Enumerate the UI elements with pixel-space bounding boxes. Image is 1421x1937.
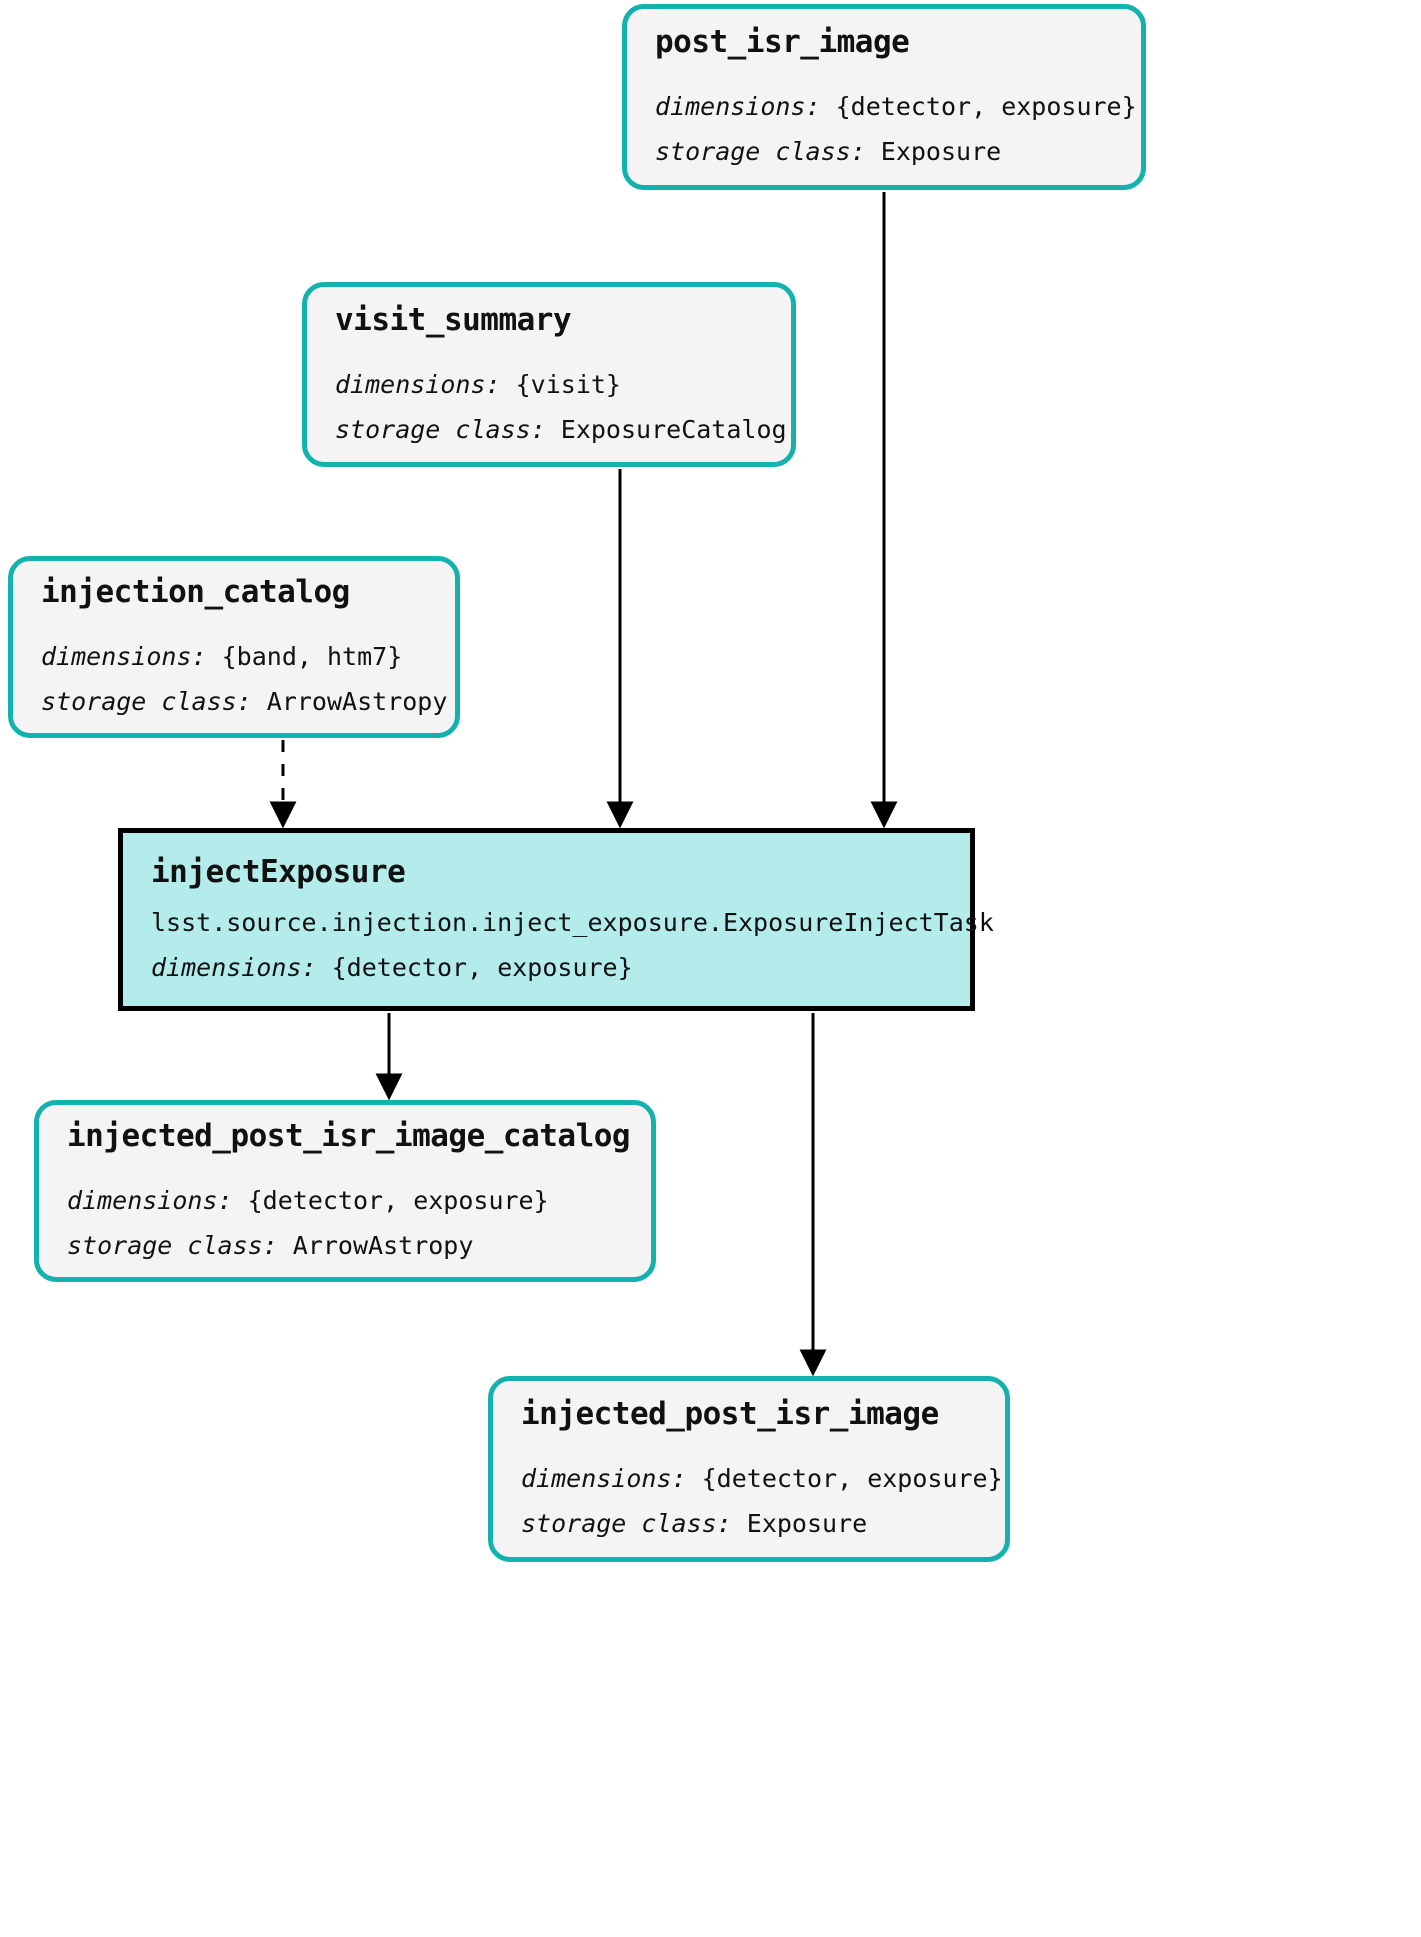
storage-class-value: Exposure bbox=[746, 1509, 868, 1539]
task-class-path: lsst.source.injection.inject_exposure.Ex… bbox=[151, 907, 994, 937]
dimensions-label: dimensions: bbox=[655, 92, 836, 122]
dataset-node-injected-post-isr-image[interactable]: injected_post_isr_image dimensions: {det… bbox=[488, 1376, 1010, 1562]
node-storage-class-row: storage class: ExposureCatalog bbox=[335, 414, 787, 445]
dimensions-label: dimensions: bbox=[67, 1186, 248, 1216]
node-storage-class-row: storage class: ArrowAstropy bbox=[67, 1230, 623, 1261]
dimensions-value: {detector, exposure} bbox=[247, 1186, 549, 1216]
storage-class-label: storage class: bbox=[521, 1509, 747, 1539]
storage-class-label: storage class: bbox=[67, 1231, 293, 1261]
node-dimensions-row: dimensions: {detector, exposure} bbox=[67, 1185, 623, 1216]
storage-class-label: storage class: bbox=[41, 687, 267, 717]
node-dimensions-row: dimensions: {band, htm7} bbox=[41, 641, 427, 672]
node-title: injected_post_isr_image bbox=[521, 1396, 939, 1433]
storage-class-label: storage class: bbox=[655, 137, 881, 167]
node-dimensions-row: dimensions: {detector, exposure} bbox=[521, 1463, 1003, 1494]
dimensions-label: dimensions: bbox=[151, 952, 332, 982]
node-title: injected_post_isr_image_catalog bbox=[67, 1118, 631, 1155]
node-title: injectExposure bbox=[151, 853, 406, 890]
node-title: post_isr_image bbox=[655, 24, 910, 61]
dimensions-value: {detector, exposure} bbox=[331, 952, 633, 982]
node-dimensions-row: dimensions: {detector, exposure} bbox=[655, 91, 1137, 122]
node-title: injection_catalog bbox=[41, 574, 350, 611]
dataset-node-injection-catalog[interactable]: injection_catalog dimensions: {band, htm… bbox=[8, 556, 460, 738]
task-node-inject-exposure[interactable]: injectExposure lsst.source.injection.inj… bbox=[118, 828, 994, 1011]
dimensions-value: {detector, exposure} bbox=[701, 1464, 1003, 1494]
storage-class-label: storage class: bbox=[335, 414, 561, 444]
storage-class-value: Exposure bbox=[880, 137, 1002, 167]
storage-class-value: ExposureCatalog bbox=[560, 414, 787, 444]
dataset-node-post-isr-image[interactable]: post_isr_image dimensions: {detector, ex… bbox=[622, 4, 1146, 190]
dimensions-value: {visit} bbox=[515, 369, 621, 399]
dimensions-label: dimensions: bbox=[41, 642, 222, 672]
storage-class-value: ArrowAstropy bbox=[292, 1231, 474, 1261]
node-storage-class-row: storage class: Exposure bbox=[521, 1508, 977, 1539]
node-title: visit_summary bbox=[335, 301, 572, 338]
dataset-node-visit-summary[interactable]: visit_summary dimensions: {visit} storag… bbox=[302, 282, 796, 467]
dimensions-label: dimensions: bbox=[335, 369, 516, 399]
storage-class-value: ArrowAstropy bbox=[266, 687, 448, 717]
dataset-node-injected-post-isr-image-catalog[interactable]: injected_post_isr_image_catalog dimensio… bbox=[34, 1100, 656, 1282]
node-storage-class-row: storage class: ArrowAstropy bbox=[41, 686, 447, 717]
dimensions-value: {band, htm7} bbox=[221, 642, 403, 672]
dimensions-value: {detector, exposure} bbox=[835, 92, 1137, 122]
dimensions-label: dimensions: bbox=[521, 1464, 702, 1494]
node-storage-class-row: storage class: Exposure bbox=[655, 136, 1113, 167]
node-dimensions-row: dimensions: {visit} bbox=[335, 369, 763, 400]
node-dimensions-row: dimensions: {detector, exposure} bbox=[151, 952, 942, 983]
